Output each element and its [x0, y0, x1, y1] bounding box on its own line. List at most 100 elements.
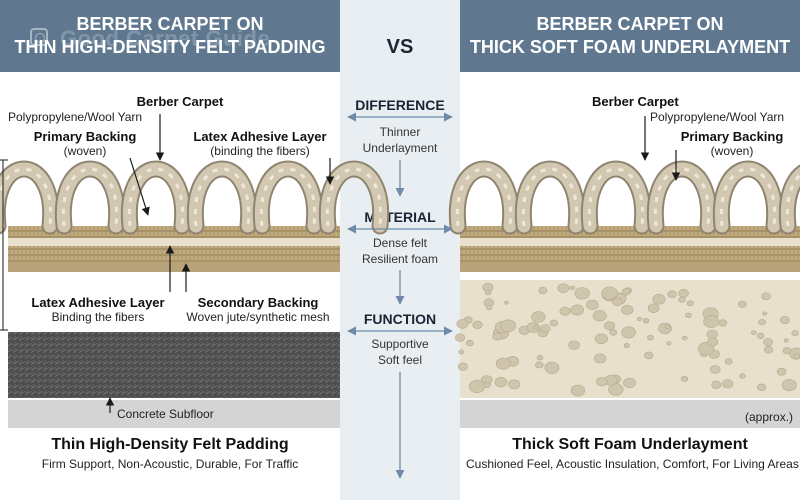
- right-label-primary-backing-note: (woven): [710, 144, 754, 158]
- left-label-latex-bottom: Latex Adhesive Layer: [18, 295, 178, 311]
- right-foam-pore: [706, 329, 718, 339]
- right-foam-pore: [568, 340, 580, 350]
- right-yarn-twist: [785, 173, 800, 227]
- header-right-line2: THICK SOFT FOAM UNDERLAYMENT: [469, 37, 791, 57]
- right-foam-pore: [685, 312, 692, 319]
- right-foam-pore: [647, 303, 660, 313]
- left-yarn-twist: [61, 167, 119, 227]
- right-foam-pore: [750, 330, 757, 335]
- right-foam-pore: [647, 334, 654, 341]
- right-yarn-twist: [719, 167, 777, 227]
- right-secondary-backing-layer: [460, 246, 800, 262]
- material-line2: Resilient foam: [361, 252, 439, 266]
- right-primary-backing-text: Primary Backing: [680, 129, 784, 144]
- right-yarn-twist: [455, 167, 513, 227]
- right-foam-pore: [658, 322, 672, 334]
- right-foam-pore: [652, 293, 666, 305]
- left-label-secondary-backing: Secondary Backing: [180, 295, 336, 311]
- right-foam-pore: [570, 304, 585, 316]
- header-right: BERBER CARPET ON THICK SOFT FOAM UNDERLA…: [460, 0, 800, 72]
- right-concrete-subfloor: [460, 400, 800, 428]
- right-foam-pore: [468, 379, 486, 393]
- right-foam-pore: [549, 319, 559, 327]
- right-foam-pore: [504, 300, 509, 305]
- left-label-primary-backing-note: (woven): [63, 144, 107, 158]
- left-felt-padding: [8, 332, 340, 398]
- left-yarn-loop: [0, 162, 58, 233]
- right-foam-pore: [484, 289, 492, 296]
- right-foam-pore: [457, 362, 468, 371]
- right-foam-pore: [664, 324, 671, 329]
- right-foam-pore: [486, 305, 493, 311]
- right-foam-pore: [644, 351, 654, 360]
- right-foam-pore: [779, 316, 790, 325]
- right-label-approx: (approx.): [745, 410, 794, 424]
- right-foam-pore: [718, 319, 728, 327]
- right-foam-pore: [601, 286, 618, 300]
- left-yarn-twist: [193, 167, 251, 227]
- right-foam-pore: [596, 376, 608, 387]
- right-foam-pore: [737, 300, 747, 308]
- right-foam-pore: [709, 365, 721, 374]
- right-yarn-twist: [653, 167, 711, 227]
- header-left-line2: THIN HIGH-DENSITY FELT PADDING: [14, 37, 326, 57]
- left-title: Thin High-Density Felt Padding: [51, 436, 289, 453]
- right-foam-pore: [678, 288, 689, 298]
- right-foam-pore: [686, 300, 694, 307]
- left-subtitle: Firm Support, Non-Acoustic, Durable, For…: [41, 457, 299, 471]
- left-label-latex-bottom-note: Binding the fibers: [51, 310, 145, 324]
- right-yarn-twist: [587, 167, 645, 227]
- right-foam-pore: [593, 353, 607, 364]
- right-foam-pore: [536, 354, 544, 361]
- right-foam-pore: [623, 377, 636, 389]
- vs-label: VS: [386, 36, 414, 58]
- left-label-latex-top-note: (binding the fibers): [210, 144, 310, 158]
- right-foam-pore: [711, 380, 722, 389]
- right-foam-pore: [722, 379, 734, 389]
- right-foam-pore: [559, 306, 571, 316]
- left-label-secondary-backing-note: Woven jute/synthetic mesh: [186, 310, 330, 324]
- right-foam-pore: [592, 310, 607, 322]
- left-latex-top-text: Latex Adhesive Layer: [193, 129, 327, 144]
- right-berber-carpet-text: Berber Carpet: [592, 94, 679, 109]
- right-label-berber-carpet: Berber Carpet: [592, 94, 679, 110]
- left-label-yarn: Polypropylene/Wool Yarn: [8, 110, 143, 124]
- right-foam-pore: [570, 384, 586, 397]
- right-foam-pore: [609, 329, 618, 336]
- right-foam-pore: [667, 290, 677, 299]
- right-foam-pore: [544, 361, 560, 374]
- right-foam-pore: [500, 319, 516, 333]
- right-foam-pore: [758, 319, 766, 326]
- right-title: Thick Soft Foam Underlayment: [512, 436, 748, 453]
- right-foam-pore: [680, 375, 689, 382]
- function-heading: FUNCTION: [363, 311, 437, 327]
- right-foam-pore: [472, 320, 483, 329]
- left-latex-layer: [8, 238, 340, 246]
- carpet-roll-icon: [30, 28, 48, 46]
- left-secondary-backing-text: Secondary Backing: [197, 295, 319, 310]
- left-latex-bottom-text: Latex Adhesive Layer: [31, 295, 165, 310]
- left-secondary-backing-layer: [8, 246, 340, 262]
- right-foam-pore: [776, 367, 787, 376]
- right-foam-pore: [781, 379, 797, 392]
- right-foam-pore: [642, 318, 650, 324]
- header-left-line1: BERBER CARPET ON: [76, 14, 264, 34]
- right-foam-pore: [526, 322, 540, 333]
- left-label-berber-carpet: Berber Carpet: [100, 94, 260, 110]
- left-yarn-twist: [127, 167, 185, 227]
- right-foam-pore: [681, 335, 688, 341]
- right-foam-pore: [678, 296, 686, 303]
- difference-heading: DIFFERENCE: [355, 97, 445, 113]
- left-backing-edge: [8, 262, 340, 272]
- left-primary-backing-text: Primary Backing: [33, 129, 137, 144]
- left-primary-backing-pointer: [129, 157, 150, 216]
- right-foam-pore: [508, 379, 521, 390]
- right-foam-pore: [483, 381, 491, 389]
- right-foam-pore: [703, 315, 720, 328]
- right-yarn-twist: [521, 167, 579, 227]
- right-foam-pore: [666, 341, 672, 346]
- right-label-primary-backing: Primary Backing: [672, 129, 792, 145]
- right-foam-pore: [531, 311, 546, 323]
- right-foam-pore: [763, 345, 774, 354]
